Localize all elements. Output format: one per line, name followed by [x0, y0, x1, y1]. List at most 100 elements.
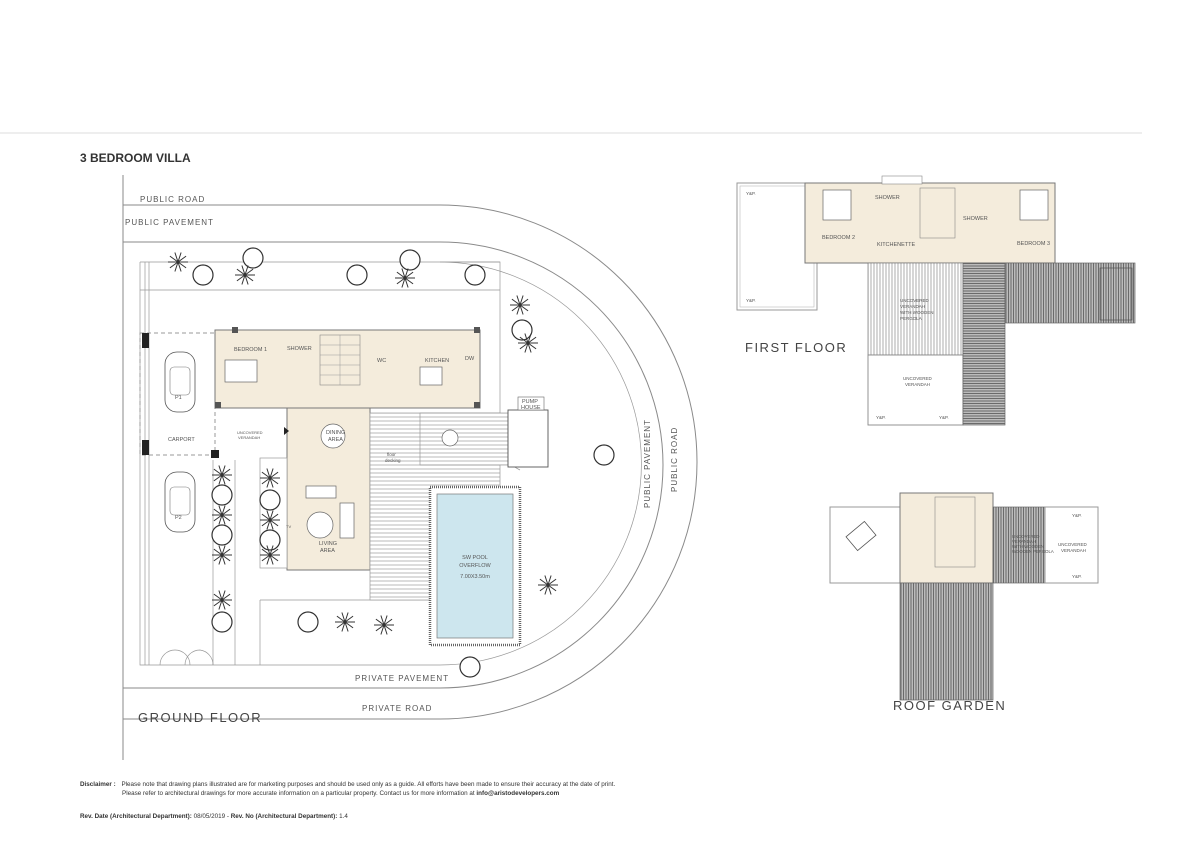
svg-text:PUMP: PUMP [522, 399, 538, 405]
tree-icon [259, 529, 281, 551]
svg-text:Y&P.: Y&P. [939, 415, 949, 420]
svg-text:UNCOVERED: UNCOVERED [903, 376, 933, 381]
svg-text:WITH WOODEN: WITH WOODEN [900, 310, 934, 315]
svg-text:DINING: DINING [326, 430, 345, 436]
svg-text:PRIVATE PAVEMENT: PRIVATE PAVEMENT [355, 674, 449, 683]
disclaimer: Disclaimer : Please note that drawing pl… [80, 781, 615, 788]
palm-icon [260, 545, 280, 565]
svg-text:UNCOVERED: UNCOVERED [900, 298, 930, 303]
disclaimer-line-2: Please refer to architectural drawings f… [122, 790, 559, 797]
svg-text:DW: DW [465, 356, 475, 362]
palm-icon [212, 505, 232, 525]
palm-icon [260, 468, 280, 488]
svg-text:VERANDAH: VERANDAH [238, 435, 260, 440]
svg-text:TV: TV [286, 524, 291, 529]
contact-email[interactable]: info@aristodevelopers.com [476, 790, 560, 797]
svg-text:WC: WC [377, 358, 386, 364]
palm-icon [212, 545, 232, 565]
svg-text:P1: P1 [175, 395, 182, 401]
tree-icon [259, 489, 281, 511]
tree-icon [211, 524, 233, 546]
svg-text:Y&P.: Y&P. [746, 298, 756, 303]
svg-text:PUBLIC ROAD: PUBLIC ROAD [140, 195, 205, 204]
svg-text:UNCOVERED: UNCOVERED [1058, 542, 1088, 547]
roof-garden-plan: UNCOVERED VERANDAH WITH WOODEN WOODEN PE… [829, 492, 1099, 713]
first-floor-plan: BEDROOM 2 BEDROOM 3 SHOWER SHOWER KITCHE… [736, 175, 1136, 426]
revision-info: Rev. Date (Architectural Department): 08… [80, 813, 348, 820]
svg-text:UNCOVERED: UNCOVERED [237, 430, 263, 435]
palm-icon [538, 575, 558, 595]
palm-icon [260, 510, 280, 530]
svg-text:SHOWER: SHOWER [875, 195, 900, 201]
tree-icon [211, 484, 233, 506]
rev-no-label: Rev. No (Architectural Department): [230, 813, 338, 820]
svg-text:VERANDAH: VERANDAH [1012, 539, 1036, 544]
car-p2 [164, 471, 196, 533]
svg-text:PUBLIC PAVEMENT: PUBLIC PAVEMENT [125, 218, 214, 227]
disclaimer-label: Disclaimer : [80, 781, 116, 788]
svg-text:BEDROOM 1: BEDROOM 1 [234, 347, 267, 353]
svg-text:KITCHENETTE: KITCHENETTE [877, 242, 916, 248]
palm-icon [212, 465, 232, 485]
tree-icon [399, 249, 421, 271]
tree-icon [346, 264, 368, 286]
svg-text:BEDROOM 3: BEDROOM 3 [1017, 241, 1050, 247]
svg-text:HOUSE: HOUSE [521, 405, 541, 411]
svg-text:Y&P.: Y&P. [1072, 513, 1082, 518]
svg-text:CARPORT: CARPORT [168, 437, 195, 443]
svg-text:PERGOLA: PERGOLA [900, 316, 922, 321]
rev-no: 1.4 [339, 813, 348, 820]
ground-floor-plan: P1 P2 CARPORT BEDROOM 1 SHOWER WC KITCHE… [122, 175, 698, 760]
tree-icon [211, 611, 233, 633]
palm-icon [212, 590, 232, 610]
svg-text:OVERFLOW: OVERFLOW [459, 563, 491, 569]
svg-text:SW POOL: SW POOL [462, 555, 488, 561]
tree-icon [593, 444, 615, 466]
svg-text:SHOWER: SHOWER [963, 216, 988, 222]
palm-icon [374, 615, 394, 635]
palm-icon [235, 265, 255, 285]
svg-text:PUBLIC PAVEMENT: PUBLIC PAVEMENT [643, 419, 652, 508]
car-p1 [164, 351, 196, 413]
svg-text:VERANDAH: VERANDAH [905, 382, 930, 387]
svg-text:Y&P.: Y&P. [876, 415, 886, 420]
svg-text:AREA: AREA [328, 437, 343, 443]
svg-text:VERANDAH: VERANDAH [900, 304, 925, 309]
first-floor-label: FIRST FLOOR [745, 340, 847, 355]
svg-text:PUBLIC ROAD: PUBLIC ROAD [670, 427, 679, 492]
svg-text:Y&P.: Y&P. [1072, 574, 1082, 579]
disclaimer-text: Please note that drawing plans illustrat… [121, 781, 616, 788]
rev-date: 08/05/2019 [193, 813, 226, 820]
rev-date-label: Rev. Date (Architectural Department): [80, 813, 192, 820]
tree-icon [297, 611, 319, 633]
palm-icon [510, 295, 530, 315]
svg-text:PRIVATE ROAD: PRIVATE ROAD [362, 704, 432, 713]
tree-icon [459, 656, 481, 678]
roof-garden-label: ROOF GARDEN [893, 698, 1006, 713]
svg-text:floor: floor [387, 452, 396, 457]
tree-icon [511, 319, 533, 341]
tree-icon [192, 264, 214, 286]
svg-text:KITCHEN: KITCHEN [425, 358, 449, 364]
palm-icon [168, 252, 188, 272]
svg-text:decking: decking [385, 458, 401, 463]
svg-text:WOODEN PERGOLA: WOODEN PERGOLA [1012, 549, 1054, 554]
palm-icon [518, 333, 538, 353]
tree-icon [464, 264, 486, 286]
svg-text:P2: P2 [175, 515, 182, 521]
svg-text:SHOWER: SHOWER [287, 346, 312, 352]
svg-text:AREA: AREA [320, 548, 335, 554]
palm-icon [335, 612, 355, 632]
palm-icon [395, 268, 415, 288]
svg-text:WITH WOODEN: WITH WOODEN [1012, 544, 1044, 549]
svg-text:VERANDAH: VERANDAH [1061, 548, 1086, 553]
svg-text:Y&P.: Y&P. [746, 191, 756, 196]
svg-text:LIVING: LIVING [319, 541, 337, 547]
page-title: 3 BEDROOM VILLA [80, 151, 191, 165]
disclaimer-text-2: Please refer to architectural drawings f… [122, 790, 475, 797]
svg-text:BEDROOM 2: BEDROOM 2 [822, 235, 855, 241]
svg-text:7.00X3.50m: 7.00X3.50m [460, 574, 490, 580]
svg-text:UNCOVERED: UNCOVERED [1012, 534, 1039, 539]
tree-icon [242, 247, 264, 269]
